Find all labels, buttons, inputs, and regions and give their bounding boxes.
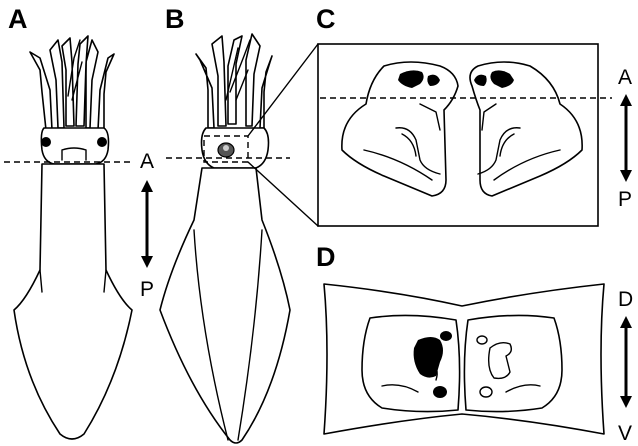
- squid-b-arms: [196, 34, 272, 128]
- panel-d: D D V: [316, 242, 633, 445]
- squid-b-mantle: [160, 168, 290, 443]
- panel-a-label: A: [8, 4, 28, 34]
- panel-d-right-statocyst: [464, 315, 562, 411]
- panel-d-axis-bottom-label: V: [618, 422, 632, 445]
- panel-c-axis-bottom-label: P: [618, 188, 632, 211]
- panel-b-label: B: [165, 4, 185, 34]
- panel-d-label: D: [316, 242, 336, 272]
- panel-b: B: [160, 4, 318, 443]
- panel-d-left-statocyst: [362, 315, 460, 411]
- panel-c-label: C: [316, 4, 336, 34]
- panel-d-dv-arrow: D V: [618, 288, 633, 445]
- squid-a-mantle: [14, 164, 132, 439]
- panel-a-axis-top-label: A: [140, 150, 154, 173]
- panel-d-axis-top-label: D: [618, 288, 633, 311]
- squid-a-head: [41, 128, 108, 164]
- panel-c-axis-top-label: A: [618, 66, 632, 89]
- panel-a-ap-arrow: A P: [140, 150, 154, 301]
- zoom-line-top: [248, 44, 318, 136]
- panel-a-axis-bottom-label: P: [140, 278, 154, 301]
- squid-a-arms: [30, 36, 114, 130]
- squid-a-left-eye: [41, 137, 51, 147]
- panel-a: A A P: [4, 4, 154, 439]
- squid-a-right-eye: [97, 137, 107, 147]
- panel-c-ap-arrow: A P: [618, 66, 632, 211]
- panel-c: C A P: [316, 4, 632, 226]
